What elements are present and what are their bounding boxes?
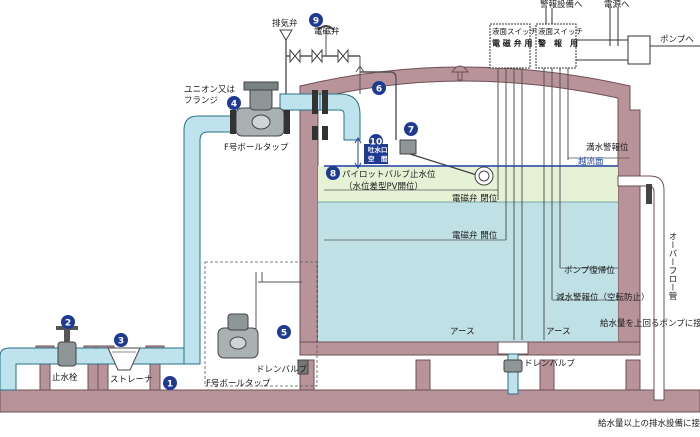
overflow-pipe	[617, 175, 665, 401]
badge-3	[114, 333, 128, 347]
badge-9	[309, 13, 323, 27]
label-drain-valve: ドレンバルブ	[524, 358, 576, 369]
pilot-valve	[399, 139, 494, 186]
badge-6	[372, 81, 386, 95]
label-pump-restart: ポンプ復帰位	[564, 265, 615, 276]
label-level-switch-1: 液面スイッチ	[492, 26, 537, 36]
label-supply-pump: 給水量を上回るポンプに接続	[600, 318, 700, 329]
label-power: 電源へ	[604, 0, 630, 10]
stop-cock	[56, 326, 78, 367]
badges	[61, 13, 418, 390]
label-stop-cock: 止水栓	[52, 372, 78, 383]
label-solenoid-use: 電 磁 弁 用	[492, 38, 532, 48]
label-pv-open: （水位差型PV開位）	[344, 181, 423, 192]
label-vent-valve: 排気弁	[272, 18, 298, 29]
label-inlet-2: 空 間	[368, 154, 388, 163]
control-wiring	[324, 8, 700, 340]
label-union-2: フランジ	[184, 96, 218, 106]
float-tap-upper	[230, 81, 290, 137]
water-tank	[299, 65, 641, 356]
badge-num-5: 5	[281, 329, 287, 339]
label-earth-1: アース	[450, 327, 475, 337]
label-overflow-pipe: オーバーフロー管	[667, 232, 677, 301]
label-full-alarm: 満水警報位	[586, 142, 629, 153]
badge-7	[404, 122, 418, 136]
badge-num-4: 4	[231, 100, 237, 110]
lower-float-tap-area	[204, 261, 318, 387]
label-inlet-1: 吐水口	[368, 145, 388, 154]
badge-num-3: 3	[118, 337, 124, 347]
badge-1	[163, 376, 177, 390]
badge-num-7: 7	[408, 126, 414, 136]
badge-num-10: 10	[370, 138, 383, 148]
supply-pipe	[0, 90, 361, 391]
badge-num-8: 8	[330, 170, 336, 180]
badge-4	[227, 96, 241, 110]
drain-valve	[503, 353, 523, 395]
label-drain-connect: 給水量以上の排水設備に接続	[598, 418, 700, 429]
label-strainer: ストレーナ	[110, 375, 153, 385]
label-earth-2: アース	[546, 327, 571, 337]
label-to-pump: ポンプへ	[660, 35, 694, 45]
label-overflow-surface: 越流面	[578, 156, 604, 167]
label-alarm-device: 警報設備へ	[540, 0, 583, 10]
badge-8	[326, 166, 340, 180]
label-solenoid-open: 電磁弁 開位	[452, 230, 498, 241]
label-union-1: ユニオン又は	[184, 85, 236, 95]
label-drain-valve-inner: ドレンバルブ	[256, 364, 308, 375]
badge-5	[277, 325, 291, 339]
label-low-alarm: 減水警報位（空転防止）	[556, 292, 650, 303]
badge-num-9: 9	[313, 17, 319, 27]
badge-num-6: 6	[376, 85, 382, 95]
label-float-tap-lower: F号ボールタップ	[206, 379, 271, 389]
label-float-tap-upper: F号ボールタップ	[224, 143, 289, 153]
label-solenoid-valve: 電磁弁	[314, 26, 340, 37]
badge-numbers: 1 2 3 4 5 6 7 8 9 10	[65, 17, 414, 390]
label-solenoid-close: 電磁弁 閉位	[452, 193, 498, 204]
top-piping	[279, 25, 397, 140]
strainer	[107, 347, 141, 371]
badge-num-2: 2	[65, 319, 71, 329]
badge-num-1: 1	[167, 380, 173, 390]
labels: 排気弁 電磁弁 警報設備へ 電源へ ポンプへ ユニオン又は フランジ F号ボール…	[52, 0, 700, 429]
label-pilot-stop: パイロットバルブ止水位	[342, 169, 436, 180]
badge-10	[369, 134, 383, 148]
air-gap-marker	[354, 137, 388, 169]
label-alarm-use: 警 報 用	[537, 38, 578, 48]
badge-2	[61, 315, 75, 329]
label-level-switch-2: 液面スイッチ	[538, 26, 583, 36]
